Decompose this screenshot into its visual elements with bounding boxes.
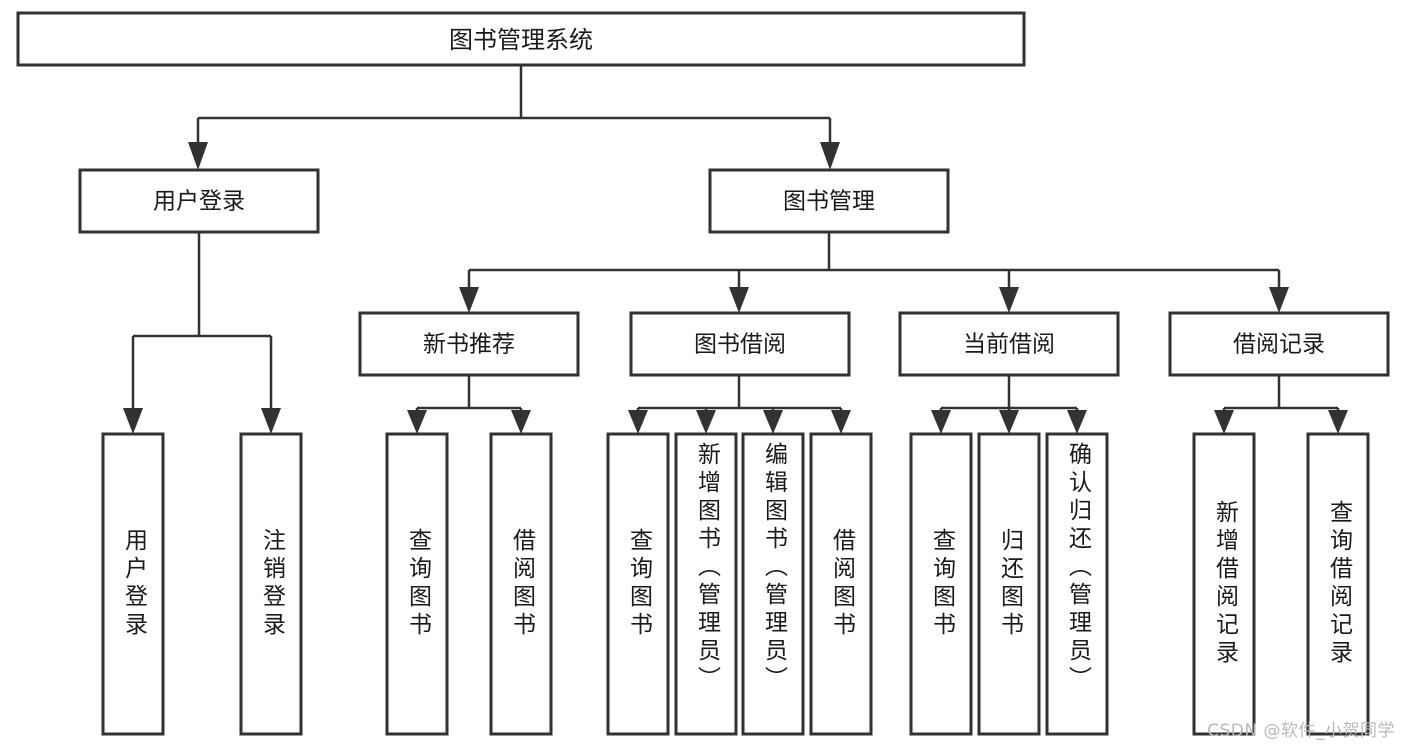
connector-borrowrecord-to-leaves xyxy=(1214,375,1348,434)
leaf-box-confirm-return[interactable] xyxy=(1045,432,1109,736)
connector-root-to-level2 xyxy=(188,65,840,170)
leaf-box-edit-book[interactable] xyxy=(741,432,805,736)
connector-userlogin-to-leaves xyxy=(123,232,281,434)
leaf-box-borrow-book-1[interactable] xyxy=(489,432,553,736)
node-book-borrow[interactable]: 图书借阅 xyxy=(629,311,851,377)
leaf-box-add-book[interactable] xyxy=(674,432,738,736)
connector-currentborrow-to-leaves xyxy=(931,375,1087,434)
leaf-box-return-book[interactable] xyxy=(977,432,1041,736)
node-borrow-record[interactable]: 借阅记录 xyxy=(1168,311,1390,377)
node-book-manage-label: 图书管理 xyxy=(783,189,875,215)
node-user-login[interactable]: 用户登录 xyxy=(78,168,320,234)
leaf-box-query-record[interactable] xyxy=(1306,432,1370,736)
leaf-box-query-book-3[interactable] xyxy=(909,432,973,736)
leaf-box-user-login[interactable] xyxy=(101,432,165,736)
leaf-box-query-book-2[interactable] xyxy=(606,432,670,736)
node-current-borrow[interactable]: 当前借阅 xyxy=(898,311,1120,377)
connector-newbook-to-leaves xyxy=(407,375,531,434)
node-root[interactable]: 图书管理系统 xyxy=(16,11,1026,67)
connector-bookmanage-to-level3 xyxy=(459,232,1289,313)
watermark-text: CSDN @软件_小贺同学 xyxy=(1207,721,1395,741)
leaf-box-borrow-book-2[interactable] xyxy=(809,432,873,736)
node-book-borrow-label: 图书借阅 xyxy=(694,332,786,358)
node-root-label: 图书管理系统 xyxy=(449,26,593,54)
node-user-login-label: 用户登录 xyxy=(153,189,245,215)
connector-bookborrow-to-leaves xyxy=(628,375,851,434)
leaf-box-query-book-1[interactable] xyxy=(385,432,449,736)
node-new-book-recommend[interactable]: 新书推荐 xyxy=(358,311,580,377)
leaf-box-user-logout[interactable] xyxy=(239,432,303,736)
node-borrow-record-label: 借阅记录 xyxy=(1233,332,1325,358)
node-book-manage[interactable]: 图书管理 xyxy=(708,168,950,234)
node-new-book-recommend-label: 新书推荐 xyxy=(423,332,515,358)
node-current-borrow-label: 当前借阅 xyxy=(963,332,1055,358)
leaf-box-add-record[interactable] xyxy=(1192,432,1256,736)
